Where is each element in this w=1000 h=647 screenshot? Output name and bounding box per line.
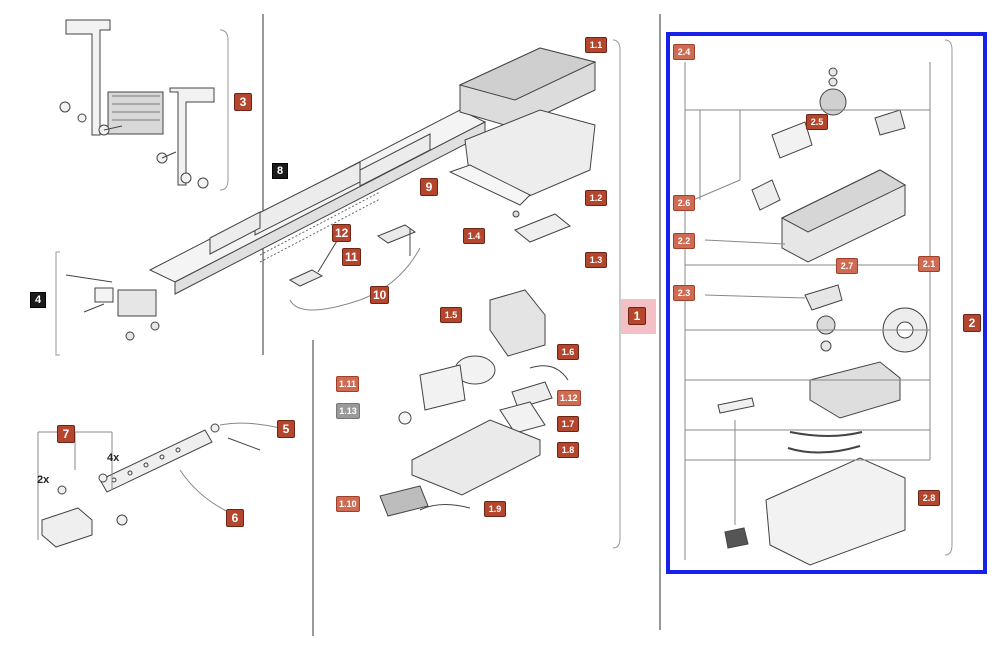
group-label-2[interactable]: 2	[963, 314, 981, 332]
rail-assembly	[148, 109, 487, 295]
group-label-4[interactable]: 4	[30, 292, 46, 308]
part-label-1-12[interactable]: 1.12	[557, 390, 581, 406]
part-label-2-7[interactable]: 2.7	[836, 258, 858, 274]
group-label-7[interactable]: 7	[57, 425, 75, 443]
group-label-8[interactable]: 8	[272, 163, 288, 179]
part-label-1-13[interactable]: 1.13	[336, 403, 360, 419]
drive-unit-brace	[944, 39, 953, 556]
group-label-12[interactable]: 12	[332, 224, 352, 242]
quantity-4x: 4x	[107, 452, 120, 464]
part-label-1-11[interactable]: 1.11	[336, 376, 360, 392]
bracket-brace-3	[219, 29, 229, 191]
motor-housing-1	[448, 47, 597, 243]
group-label-10[interactable]: 10	[370, 286, 390, 304]
bracket-set-3	[59, 19, 215, 189]
part-label-2-3[interactable]: 2.3	[673, 285, 695, 301]
part-label-2-1[interactable]: 2.1	[918, 256, 940, 272]
door-arm-5-6-7	[41, 423, 261, 548]
rail-brace	[55, 251, 60, 356]
part-label-1-9[interactable]: 1.9	[484, 501, 506, 517]
part-label-2-6[interactable]: 2.6	[673, 195, 695, 211]
group-label-6[interactable]: 6	[226, 509, 244, 527]
group-label-1[interactable]: 1	[628, 307, 646, 325]
group-label-5[interactable]: 5	[277, 420, 295, 438]
part-label-1-1[interactable]: 1.1	[585, 37, 607, 53]
part-label-1-7[interactable]: 1.7	[557, 416, 579, 432]
housing-brace-1	[612, 39, 621, 549]
part-label-1-5[interactable]: 1.5	[440, 307, 462, 323]
drive-unit-selection-box	[666, 32, 987, 574]
part-label-2-5[interactable]: 2.5	[806, 114, 828, 130]
part-label-2-2[interactable]: 2.2	[673, 233, 695, 249]
drive-unit-2	[717, 67, 928, 566]
part-label-1-4[interactable]: 1.4	[463, 228, 485, 244]
carriage-parts-10-11	[288, 224, 421, 311]
part-label-1-6[interactable]: 1.6	[557, 344, 579, 360]
part-label-1-3[interactable]: 1.3	[585, 252, 607, 268]
part-label-2-8[interactable]: 2.8	[918, 490, 940, 506]
end-fitting-4	[65, 274, 160, 341]
group-label-9[interactable]: 9	[420, 178, 438, 196]
part-label-2-4[interactable]: 2.4	[673, 44, 695, 60]
group-1-active-marker[interactable]: 1	[621, 299, 656, 334]
control-board	[379, 289, 569, 517]
quantity-2x: 2x	[37, 474, 50, 486]
part-label-1-8[interactable]: 1.8	[557, 442, 579, 458]
group-label-3[interactable]: 3	[234, 93, 252, 111]
part-label-1-2[interactable]: 1.2	[585, 190, 607, 206]
part-label-1-10[interactable]: 1.10	[336, 496, 360, 512]
group-label-11[interactable]: 11	[342, 248, 361, 266]
